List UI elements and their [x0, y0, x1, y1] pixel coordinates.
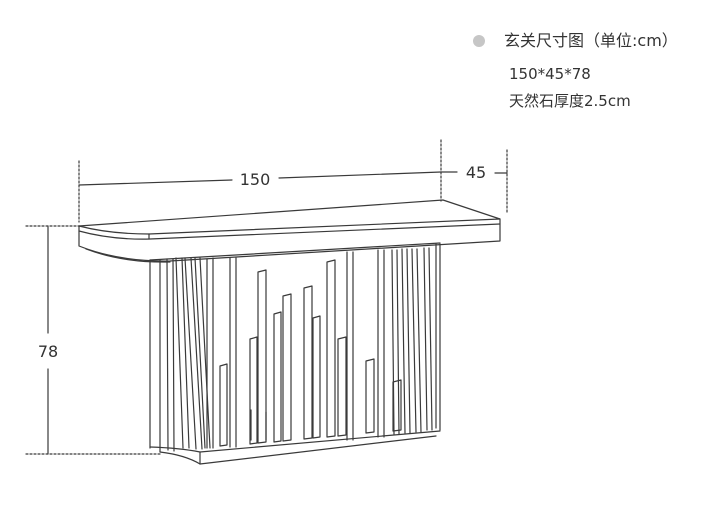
table-base — [149, 242, 441, 465]
bullet-dot-icon — [473, 35, 485, 47]
height-label: 78 — [38, 342, 58, 361]
width-label: 150 — [240, 170, 271, 189]
table-top — [78, 199, 501, 263]
width-dimension-line — [78, 139, 442, 223]
legend-stone-thickness: 天然石厚度2.5cm — [509, 92, 631, 110]
interior-sticks — [219, 259, 402, 447]
legend-dimensions: 150*45*78 — [509, 65, 591, 83]
depth-dimension-line — [440, 149, 508, 214]
depth-label: 45 — [466, 163, 486, 182]
right-side-bars — [377, 247, 433, 438]
height-dimension-line — [25, 225, 161, 455]
legend-title: 玄关尺寸图（单位:cm） — [504, 31, 678, 50]
front-bars — [206, 251, 354, 449]
left-side-bars — [166, 257, 211, 452]
